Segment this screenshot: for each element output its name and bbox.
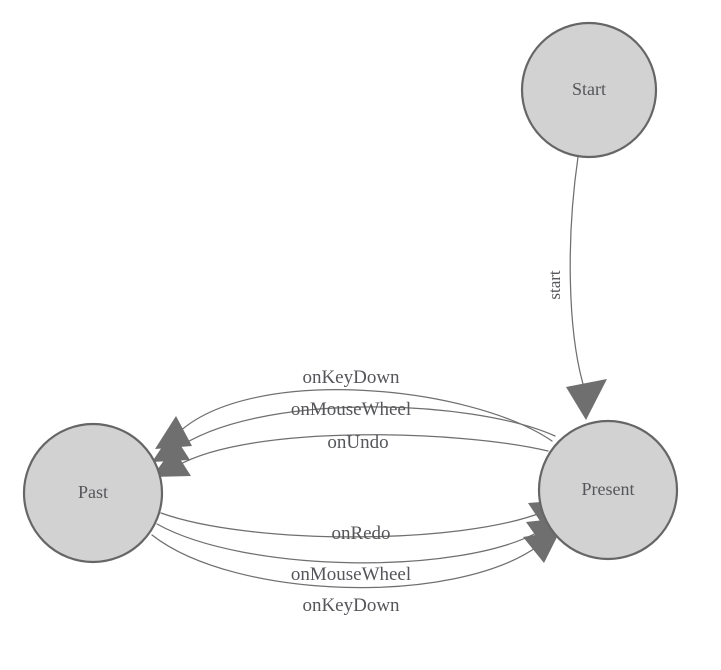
edge-label-present-past-1: onKeyDown (302, 367, 400, 388)
node-past[interactable]: Past (22, 422, 164, 564)
edge-path-past-present-1 (160, 511, 544, 538)
edge-label-past-present-1: onRedo (331, 523, 390, 544)
edge-label-present-past-2: onMouseWheel (291, 399, 411, 420)
edge-past-to-present-onkeydown[interactable]: onKeyDown (151, 531, 560, 616)
edge-path-present-past-2 (174, 406, 556, 451)
arrowhead-past-present-3 (523, 531, 560, 563)
arrowhead-start-present (566, 379, 607, 420)
edge-path-past-present-3 (151, 534, 539, 589)
node-start-label: Start (572, 79, 606, 99)
edge-label-past-present-3: onKeyDown (302, 595, 400, 616)
node-present[interactable]: Present (537, 419, 679, 561)
node-start[interactable]: Start (520, 21, 658, 159)
edge-present-to-past-onmousewheel[interactable]: onMouseWheel (152, 399, 556, 462)
arrowhead-present-past-3 (152, 448, 191, 477)
edge-path-past-present-2 (156, 523, 541, 564)
arrowhead-present-past-2 (152, 432, 190, 462)
edge-path-present-past-3 (176, 434, 549, 467)
node-start-circle (520, 21, 658, 159)
edge-label-present-past-3: onUndo (327, 432, 388, 453)
arrowhead-present-past-1 (155, 416, 192, 449)
node-past-circle (22, 422, 164, 564)
edge-past-to-present-onredo[interactable]: onRedo (160, 500, 566, 544)
edge-path-present-past-1 (176, 389, 553, 442)
edge-path-start-present (569, 156, 584, 385)
node-past-label: Past (78, 482, 108, 502)
node-present-circle (537, 419, 679, 561)
node-present-label: Present (582, 479, 635, 499)
edge-label-past-present-2: onMouseWheel (291, 564, 411, 585)
edge-start-to-present[interactable]: start (545, 156, 607, 420)
edge-present-to-past-onundo[interactable]: onUndo (152, 432, 549, 477)
edge-present-to-past-onkeydown[interactable]: onKeyDown (155, 367, 553, 449)
edge-label-start: start (545, 270, 564, 300)
